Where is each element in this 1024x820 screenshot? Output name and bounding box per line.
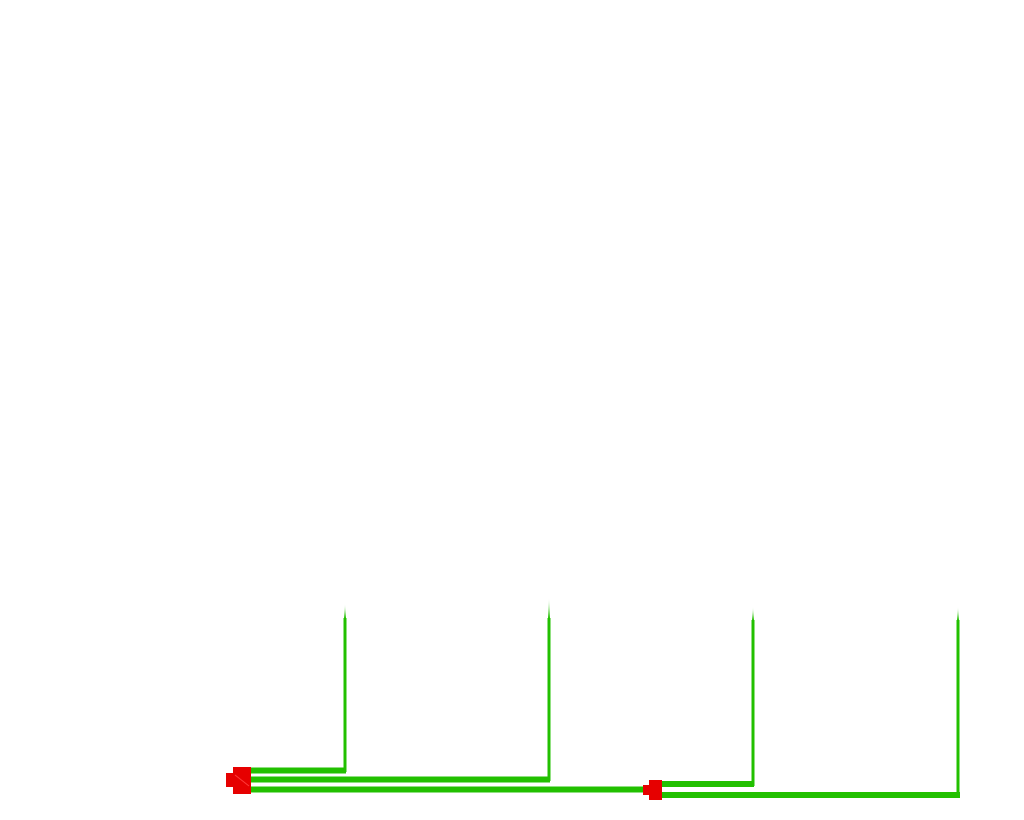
- junction-b[interactable]: [643, 780, 662, 800]
- branch-1[interactable]: [250, 767, 346, 774]
- riser-1[interactable]: [343, 618, 347, 772]
- branches: [250, 767, 960, 798]
- junction-a[interactable]: [226, 767, 251, 794]
- riser-3-tip: [752, 607, 754, 620]
- branch-2[interactable]: [250, 776, 550, 783]
- branch-5[interactable]: [660, 792, 960, 798]
- riser-1-tip: [344, 604, 346, 618]
- riser-2-tip: [548, 598, 550, 618]
- riser-3[interactable]: [751, 620, 755, 786]
- branch-3[interactable]: [250, 786, 646, 793]
- riser-4[interactable]: [956, 620, 960, 797]
- risers: [343, 598, 960, 797]
- riser-4-tip: [957, 607, 959, 620]
- branch-4[interactable]: [660, 781, 754, 787]
- junctions: [226, 767, 662, 800]
- riser-2[interactable]: [547, 618, 551, 781]
